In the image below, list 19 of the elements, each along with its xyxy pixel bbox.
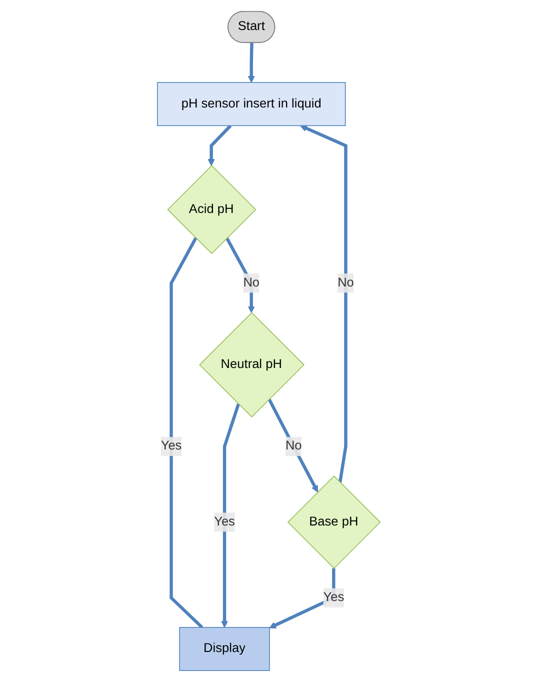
arrow — [220, 404, 240, 628]
edge-label: Yes — [214, 515, 235, 529]
node-box: Display — [178, 627, 270, 671]
arrow — [248, 42, 255, 83]
edge-label: No — [242, 276, 260, 290]
arrow — [300, 125, 348, 483]
edge-label: No — [337, 276, 354, 290]
edge-label: Yes — [160, 439, 182, 453]
arrow — [225, 237, 255, 313]
node-box: pH sensor insert in liquid — [156, 82, 346, 126]
edge-label: Yes — [322, 590, 344, 604]
arrow — [267, 398, 318, 492]
node-diamond: Base pH — [287, 476, 380, 569]
node-diamond: Neutral pH — [198, 312, 304, 418]
node-diamond: Acid pH — [166, 165, 256, 254]
edge-label: No — [285, 439, 302, 453]
arrow — [208, 124, 232, 166]
arrow — [268, 568, 335, 628]
connector — [169, 237, 203, 629]
